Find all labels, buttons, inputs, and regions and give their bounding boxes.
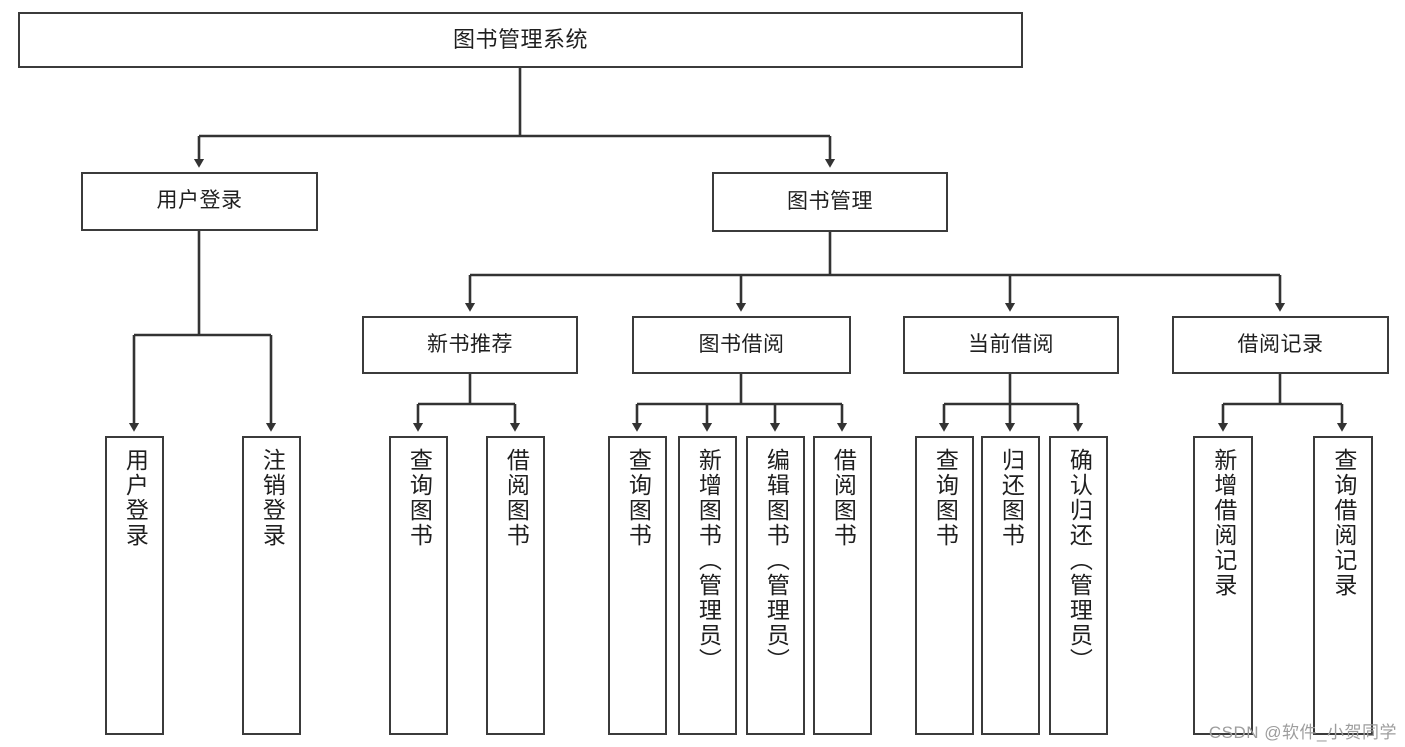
node-label: 图书借阅 [698, 332, 785, 356]
node-label: 查询图书 [932, 448, 959, 548]
node-label: 新增借阅记录 [1210, 448, 1237, 598]
node-label: 借阅记录 [1237, 332, 1324, 356]
leaf-add-book[interactable]: 新增图书（管理员） [678, 436, 737, 735]
node-new-book-recommend[interactable]: 新书推荐 [362, 316, 578, 374]
node-user-login[interactable]: 用户登录 [81, 172, 318, 231]
leaf-query-borrow-record[interactable]: 查询借阅记录 [1313, 436, 1373, 735]
node-borrow-record[interactable]: 借阅记录 [1172, 316, 1389, 374]
leaf-add-borrow-record[interactable]: 新增借阅记录 [1193, 436, 1253, 735]
node-label: 图书管理系统 [452, 27, 588, 53]
leaf-borrow-book-recommend[interactable]: 借阅图书 [486, 436, 545, 735]
leaf-edit-book[interactable]: 编辑图书（管理员） [746, 436, 805, 735]
node-label: 查询借阅记录 [1330, 448, 1357, 598]
node-label: 用户登录 [122, 448, 149, 548]
leaf-query-book-current[interactable]: 查询图书 [915, 436, 974, 735]
leaf-confirm-return[interactable]: 确认归还（管理员） [1049, 436, 1108, 735]
node-label: 图书管理 [787, 189, 873, 213]
leaf-query-book-borrow[interactable]: 查询图书 [608, 436, 667, 735]
node-label: 查询图书 [625, 448, 652, 548]
node-label: 确认归还（管理员） [1066, 448, 1093, 673]
node-current-borrow[interactable]: 当前借阅 [903, 316, 1119, 374]
leaf-query-book-recommend[interactable]: 查询图书 [389, 436, 448, 735]
leaf-borrow-book-2[interactable]: 借阅图书 [813, 436, 872, 735]
node-label: 编辑图书（管理员） [763, 448, 790, 673]
node-label: 当前借阅 [968, 332, 1054, 356]
node-label: 注销登录 [259, 448, 286, 548]
node-label: 归还图书 [998, 448, 1025, 548]
leaf-logout-login[interactable]: 注销登录 [242, 436, 301, 735]
csdn-watermark: CSDN @软件_小贺同学 [1208, 723, 1397, 742]
node-label: 用户登录 [156, 189, 243, 213]
node-book-borrow[interactable]: 图书借阅 [632, 316, 851, 374]
leaf-return-book[interactable]: 归还图书 [981, 436, 1040, 735]
leaf-user-login[interactable]: 用户登录 [105, 436, 164, 735]
node-book-manage[interactable]: 图书管理 [712, 172, 948, 232]
node-label: 借阅图书 [830, 448, 857, 548]
node-label: 查询图书 [406, 448, 433, 548]
node-label: 新书推荐 [427, 332, 513, 356]
node-label: 借阅图书 [503, 448, 530, 548]
node-label: 新增图书（管理员） [695, 448, 722, 673]
node-root-system[interactable]: 图书管理系统 [18, 12, 1023, 68]
